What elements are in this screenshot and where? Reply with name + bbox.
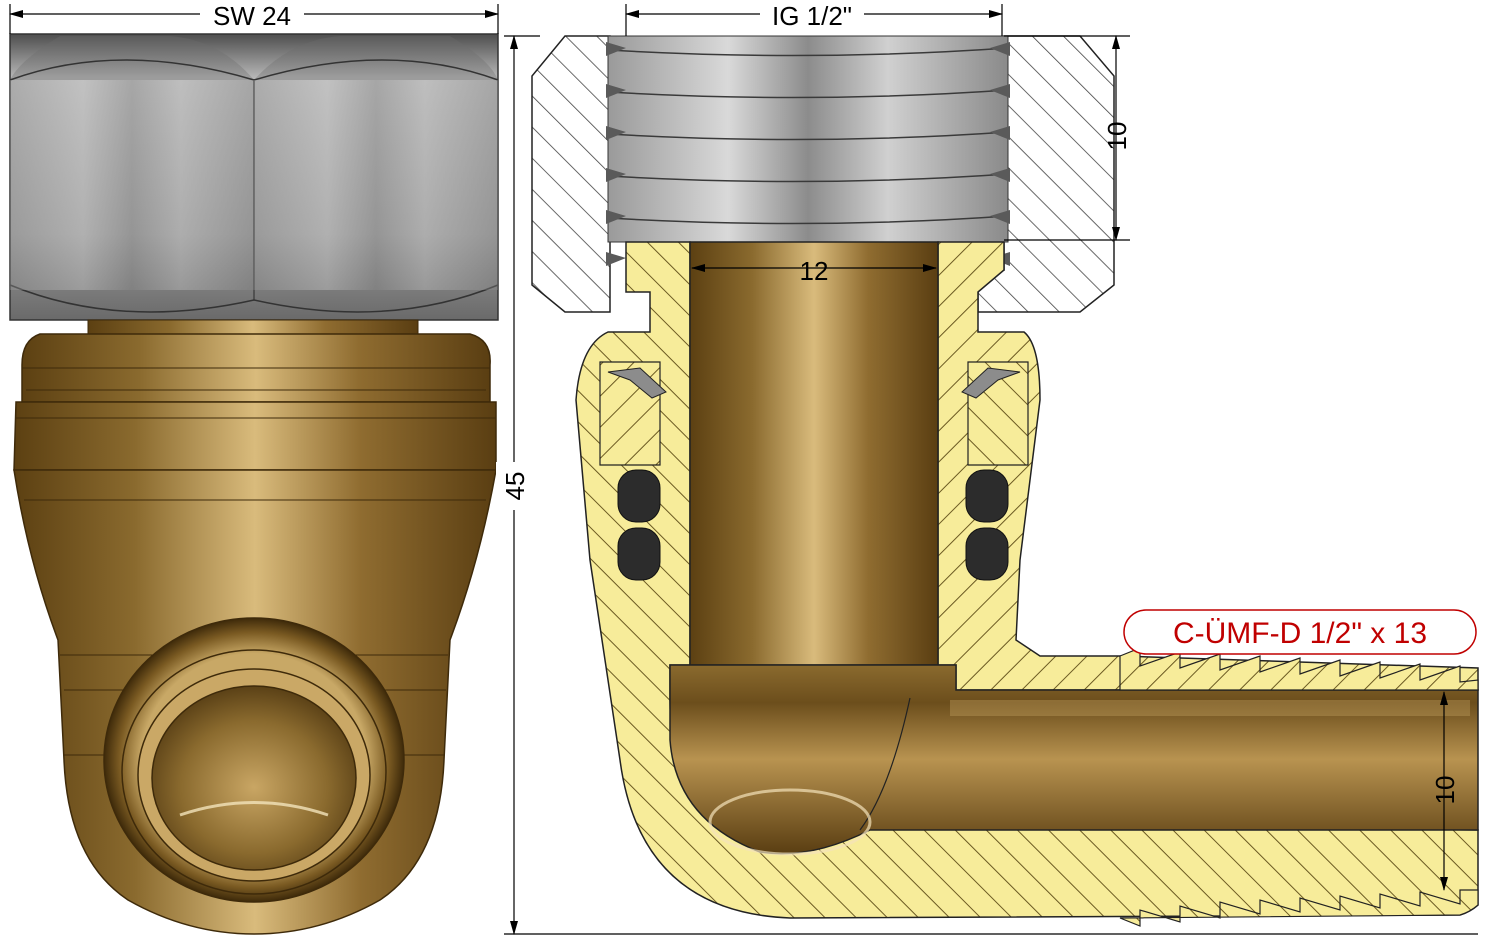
o-rings [617,469,1009,581]
elbow-bore [669,664,1479,855]
hex-nut [9,33,499,321]
dim-bore: 12 [800,256,829,286]
vertical-bore [689,241,939,666]
front-view [9,33,499,935]
nut-section-left [531,35,611,313]
dim-wrench-size: SW 24 [213,1,291,31]
section-view [531,35,1479,927]
grip-ring-left [599,361,667,466]
dim-outlet: 10 [1430,776,1460,805]
outlet-port [103,617,405,903]
product-label: C-ÜMF-D 1/2" x 13 [1123,609,1477,655]
product-label-text: C-ÜMF-D 1/2" x 13 [1173,617,1427,650]
dim-thread: IG 1/2" [772,1,852,31]
nut-neck [87,319,419,335]
thread-insert [606,35,1010,266]
grip-ring-right [961,361,1029,466]
dim-overall-height: 45 [500,472,530,501]
dim-thread-depth: 10 [1102,122,1132,151]
outlet-barbs [1119,647,1479,691]
dimension-labels: SW 24 IG 1/2" 10 12 45 10 [200,0,1460,804]
